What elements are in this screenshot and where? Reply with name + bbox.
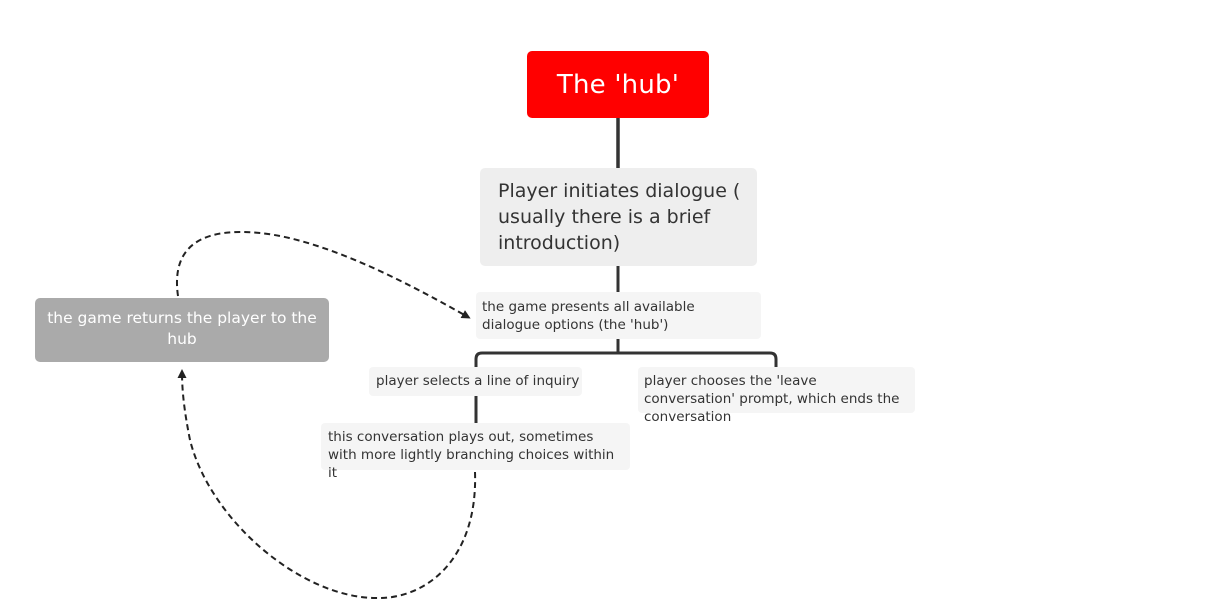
branch-bracket	[474, 351, 778, 367]
node-player-initiates-dialogue[interactable]: Player initiates dialogue ( usually ther…	[480, 168, 757, 266]
node-line-of-inquiry[interactable]: player selects a line of inquiry	[369, 367, 582, 396]
intro-node-label: Player initiates dialogue ( usually ther…	[498, 180, 741, 254]
return-node-label: the game returns the player to the hub	[47, 309, 317, 348]
node-leave-conversation[interactable]: player chooses the 'leave conversation' …	[638, 367, 915, 425]
hub-node-label: the game presents all available dialogue…	[482, 299, 695, 333]
leave-node-label: player chooses the 'leave conversation' …	[644, 373, 900, 425]
root-node-hub[interactable]: The 'hub'	[527, 51, 709, 118]
node-return-to-hub[interactable]: the game returns the player to the hub	[35, 298, 329, 362]
root-node-label: The 'hub'	[556, 69, 680, 100]
inquiry-node-label: player selects a line of inquiry	[376, 373, 580, 389]
node-dialogue-options-hub[interactable]: the game presents all available dialogue…	[476, 292, 761, 339]
loop-arrow-return-to-hub	[175, 230, 471, 319]
playout-node-label: this conversation plays out, sometimes w…	[328, 429, 615, 481]
loop-arrow-playout-to-return	[177, 369, 477, 600]
node-conversation-plays-out[interactable]: this conversation plays out, sometimes w…	[321, 423, 630, 481]
